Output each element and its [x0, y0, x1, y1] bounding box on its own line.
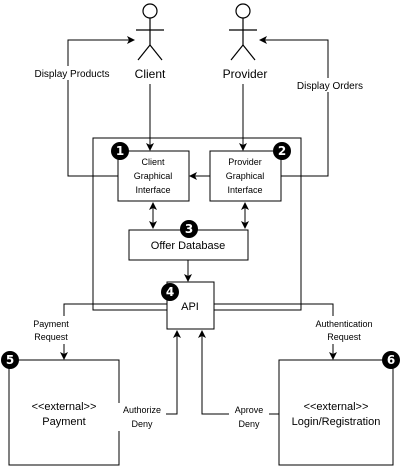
authorize-deny-label-bg: [118, 403, 166, 431]
authentication-request-label-bg: [305, 316, 381, 344]
offer-database-label: Offer Database: [151, 240, 225, 252]
payment-request-arrow: [60, 303, 167, 360]
client-gui-line-2: Graphical: [134, 171, 173, 181]
display-products-arrow: [67, 36, 135, 177]
badge-4: 4: [161, 283, 179, 301]
aprove-deny-label-bg: [229, 403, 269, 431]
display-orders-label: Display Orders: [297, 81, 363, 92]
display-products-label: Display Products: [34, 69, 109, 80]
login-label: Login/Registration: [292, 416, 381, 428]
badge-1: 1: [111, 142, 129, 160]
badge-1-number: 1: [116, 144, 124, 158]
authentication-request-line-2: Request: [327, 332, 361, 342]
display-orders-label-bg: [292, 78, 368, 92]
badge-4-number: 4: [166, 285, 174, 299]
badge-5: 5: [1, 351, 19, 369]
provider-actor-label: Provider: [223, 67, 268, 81]
client-actor-label: Client: [135, 67, 166, 81]
provider-gui-line-1: Provider: [228, 157, 262, 167]
display-orders-arrow: [259, 36, 329, 177]
payment-box: <<external>> Payment: [8, 359, 120, 466]
display-products-label-bg: [28, 66, 116, 80]
badge-6-number: 6: [387, 353, 395, 367]
badge-2-number: 2: [278, 144, 286, 158]
client-actor: [136, 3, 164, 61]
client-gui-line-3: Interface: [135, 185, 170, 195]
login-registration-box: <<external>> Login/Registration: [278, 359, 394, 466]
authorize-deny-line-2: Deny: [131, 419, 153, 429]
payment-stereotype: <<external>>: [32, 401, 97, 413]
authorize-deny-arrow: [119, 330, 181, 415]
aprove-deny-line-1: Aprove: [235, 405, 264, 415]
badge-2: 2: [273, 142, 291, 160]
client-gui-box: Client Graphical Interface: [117, 150, 190, 202]
api-label: API: [181, 301, 199, 313]
payment-request-label-bg: [28, 316, 74, 344]
aprove-deny-line-2: Deny: [238, 419, 260, 429]
authorize-deny-line-1: Authorize: [123, 405, 161, 415]
provider-gui-box: Provider Graphical Interface: [209, 150, 282, 202]
provider-actor: [229, 3, 257, 61]
badge-5-number: 5: [6, 353, 14, 367]
payment-request-line-2: Request: [34, 332, 68, 342]
client-gui-line-1: Client: [141, 157, 165, 167]
login-stereotype: <<external>>: [304, 401, 369, 413]
payment-request-line-1: Payment: [33, 319, 69, 329]
badge-3: 3: [180, 220, 198, 238]
provider-gui-line-3: Interface: [227, 185, 262, 195]
payment-label: Payment: [42, 416, 85, 428]
provider-gui-line-2: Graphical: [226, 171, 265, 181]
badge-6: 6: [382, 351, 400, 369]
badge-3-number: 3: [185, 222, 193, 236]
connectors: [60, 36, 337, 415]
authentication-request-line-1: Authentication: [315, 319, 372, 329]
aprove-deny-arrow: [198, 330, 279, 415]
